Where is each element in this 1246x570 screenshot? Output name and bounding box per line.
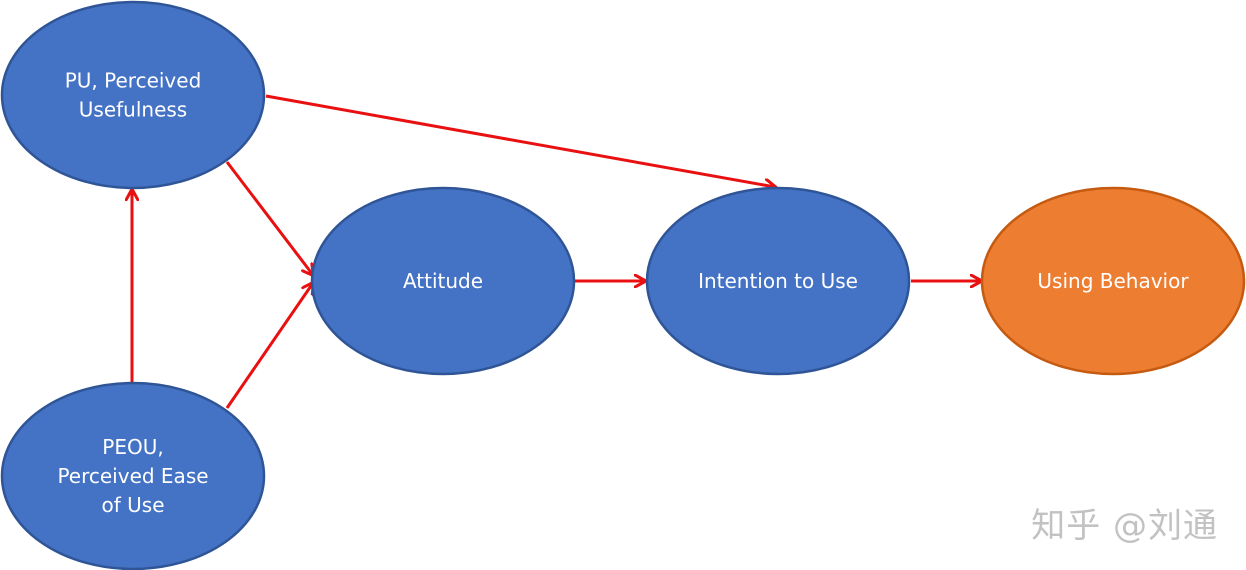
node-intention-label: Intention to Use (698, 269, 858, 293)
node-behavior-label: Using Behavior (1037, 269, 1189, 293)
arrow-peou-to-attitude (225, 283, 313, 409)
node-peou-label: PEOU, (102, 435, 163, 459)
node-intention: Intention to Use (645, 186, 911, 376)
node-attitude: Attitude (310, 186, 576, 376)
arrow-pu-to-intention (265, 94, 775, 187)
node-pu-label: Usefulness (79, 98, 187, 122)
node-attitude-label: Attitude (403, 269, 483, 293)
node-behavior-ellipse (980, 186, 1246, 376)
node-peou-ellipse (0, 381, 266, 570)
node-pu-label: PU, Perceived (65, 69, 202, 93)
node-intention-ellipse (645, 186, 911, 376)
node-behavior: Using Behavior (980, 186, 1246, 376)
edges-layer (132, 94, 981, 409)
watermark: 知乎 @刘通 (1031, 506, 1218, 546)
node-pu-ellipse (0, 0, 266, 190)
node-peou-label: of Use (102, 493, 165, 517)
node-peou-label: Perceived Ease (57, 464, 208, 488)
arrow-pu-to-attitude (225, 161, 313, 275)
node-attitude-ellipse (310, 186, 576, 376)
node-peou: PEOU, Perceived Ease of Use (0, 381, 266, 570)
